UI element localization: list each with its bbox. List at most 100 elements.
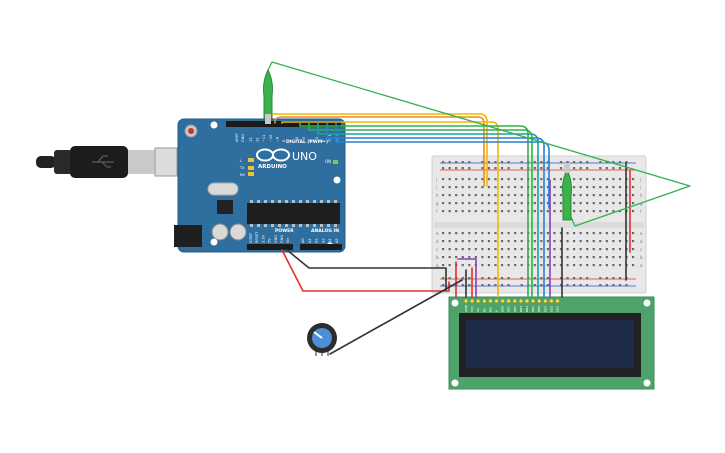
alligator-clip-top — [263, 68, 273, 124]
breadboard-hole — [461, 284, 464, 287]
breadboard-hole — [579, 161, 582, 164]
analog-pin-label: A2 — [315, 238, 319, 243]
breadboard-hole — [494, 178, 497, 181]
lcd-pin-label: DB6 — [537, 306, 541, 312]
breadboard-row-letter: c — [640, 247, 642, 252]
breadboard-hole — [468, 186, 471, 189]
lcd-pin — [549, 298, 554, 304]
breadboard-hole — [442, 248, 445, 251]
breadboard-hole — [442, 210, 445, 213]
breadboard-hole — [468, 178, 471, 181]
digital-pwm-label: DIGITAL (PWM~) — [286, 139, 328, 145]
breadboard-hole — [612, 194, 615, 197]
breadboard-hole — [448, 248, 451, 251]
breadboard-hole — [579, 210, 582, 213]
breadboard-hole — [481, 240, 484, 243]
lcd-pin-label: RS — [482, 308, 486, 312]
breadboard-hole — [533, 210, 536, 213]
breadboard-hole — [442, 256, 445, 259]
breadboard-hole — [461, 232, 464, 235]
breadboard-hole — [494, 284, 497, 287]
breadboard-hole — [546, 284, 549, 287]
breadboard-row-letter: j — [639, 177, 641, 182]
breadboard-hole — [559, 232, 563, 235]
breadboard-hole — [507, 194, 510, 197]
breadboard-hole — [442, 161, 445, 164]
breadboard-hole — [546, 248, 549, 251]
breadboard-hole — [468, 232, 471, 235]
breadboard-hole — [592, 186, 595, 189]
breadboard-hole — [474, 210, 477, 213]
breadboard-hole — [442, 284, 445, 287]
lcd-pin — [512, 298, 517, 304]
breadboard-hole — [468, 161, 471, 164]
breadboard-hole — [612, 284, 615, 287]
breadboard-hole — [553, 194, 556, 197]
breadboard-hole — [520, 264, 523, 267]
breadboard-hole — [612, 264, 615, 267]
breadboard-hole — [442, 186, 445, 189]
breadboard-hole — [573, 232, 576, 235]
analog-header — [300, 244, 342, 250]
breadboard-hole — [540, 256, 543, 259]
breadboard-hole — [520, 240, 523, 243]
breadboard-hole — [514, 264, 517, 267]
breadboard-hole — [573, 186, 576, 189]
breadboard-hole — [514, 210, 517, 213]
breadboard-hole — [579, 248, 582, 251]
breadboard-hole — [631, 248, 635, 251]
breadboard-hole — [625, 284, 628, 287]
breadboard-hole — [573, 167, 576, 170]
breadboard-hole — [579, 194, 582, 197]
breadboard-hole — [448, 194, 451, 197]
breadboard-hole — [487, 256, 491, 259]
breadboard-hole — [455, 186, 458, 189]
breadboard-row-letter: f — [640, 209, 642, 214]
breadboard-hole — [605, 210, 608, 213]
usb-cable — [36, 146, 178, 178]
breadboard-row-letter: c — [436, 247, 438, 252]
breadboard-hole — [618, 277, 622, 280]
breadboard-hole — [579, 277, 582, 280]
power-pin-label: GND — [274, 235, 278, 243]
breadboard-hole — [500, 240, 504, 243]
breadboard-hole — [474, 232, 477, 235]
breadboard-hole — [573, 277, 576, 280]
potentiometer[interactable] — [307, 323, 337, 356]
breadboard-hole — [540, 161, 543, 164]
breadboard-hole — [461, 264, 464, 267]
lcd-pin-label: VCC — [470, 306, 474, 312]
breadboard-hole — [533, 256, 536, 259]
digital-pin-label: 8 — [282, 140, 286, 142]
digital-pin-label: 7 — [289, 140, 293, 142]
breadboard-hole — [586, 210, 589, 213]
breadboard-hole — [481, 167, 484, 170]
breadboard-hole — [461, 240, 464, 243]
breadboard-hole — [586, 256, 589, 259]
breadboard-hole — [520, 232, 523, 235]
breadboard-hole — [612, 178, 615, 181]
breadboard-hole — [586, 161, 589, 164]
breadboard-hole — [461, 186, 464, 189]
breadboard-hole — [540, 186, 543, 189]
breadboard-hole — [612, 256, 615, 259]
lcd-pin-label: V0 — [476, 308, 480, 312]
breadboard-hole — [592, 248, 595, 251]
breadboard-hole — [514, 240, 517, 243]
breadboard-hole — [533, 284, 536, 287]
lcd-pin-label: RW — [488, 307, 492, 312]
breadboard-hole — [507, 284, 510, 287]
power-pin-label: 3.3V — [261, 234, 265, 243]
breadboard-hole — [533, 178, 536, 181]
arduino-uno-board: ARDUINO UNO DIGITAL (PWM~) POWER ANALOG … — [174, 118, 346, 253]
breadboard-hole — [546, 277, 549, 280]
breadboard-hole — [533, 232, 536, 235]
breadboard-hole — [520, 194, 523, 197]
lcd-screen — [466, 320, 634, 368]
breadboard-hole — [566, 161, 569, 164]
breadboard-hole — [605, 178, 608, 181]
breadboard-hole — [546, 161, 549, 164]
breadboard-hole — [520, 161, 523, 164]
